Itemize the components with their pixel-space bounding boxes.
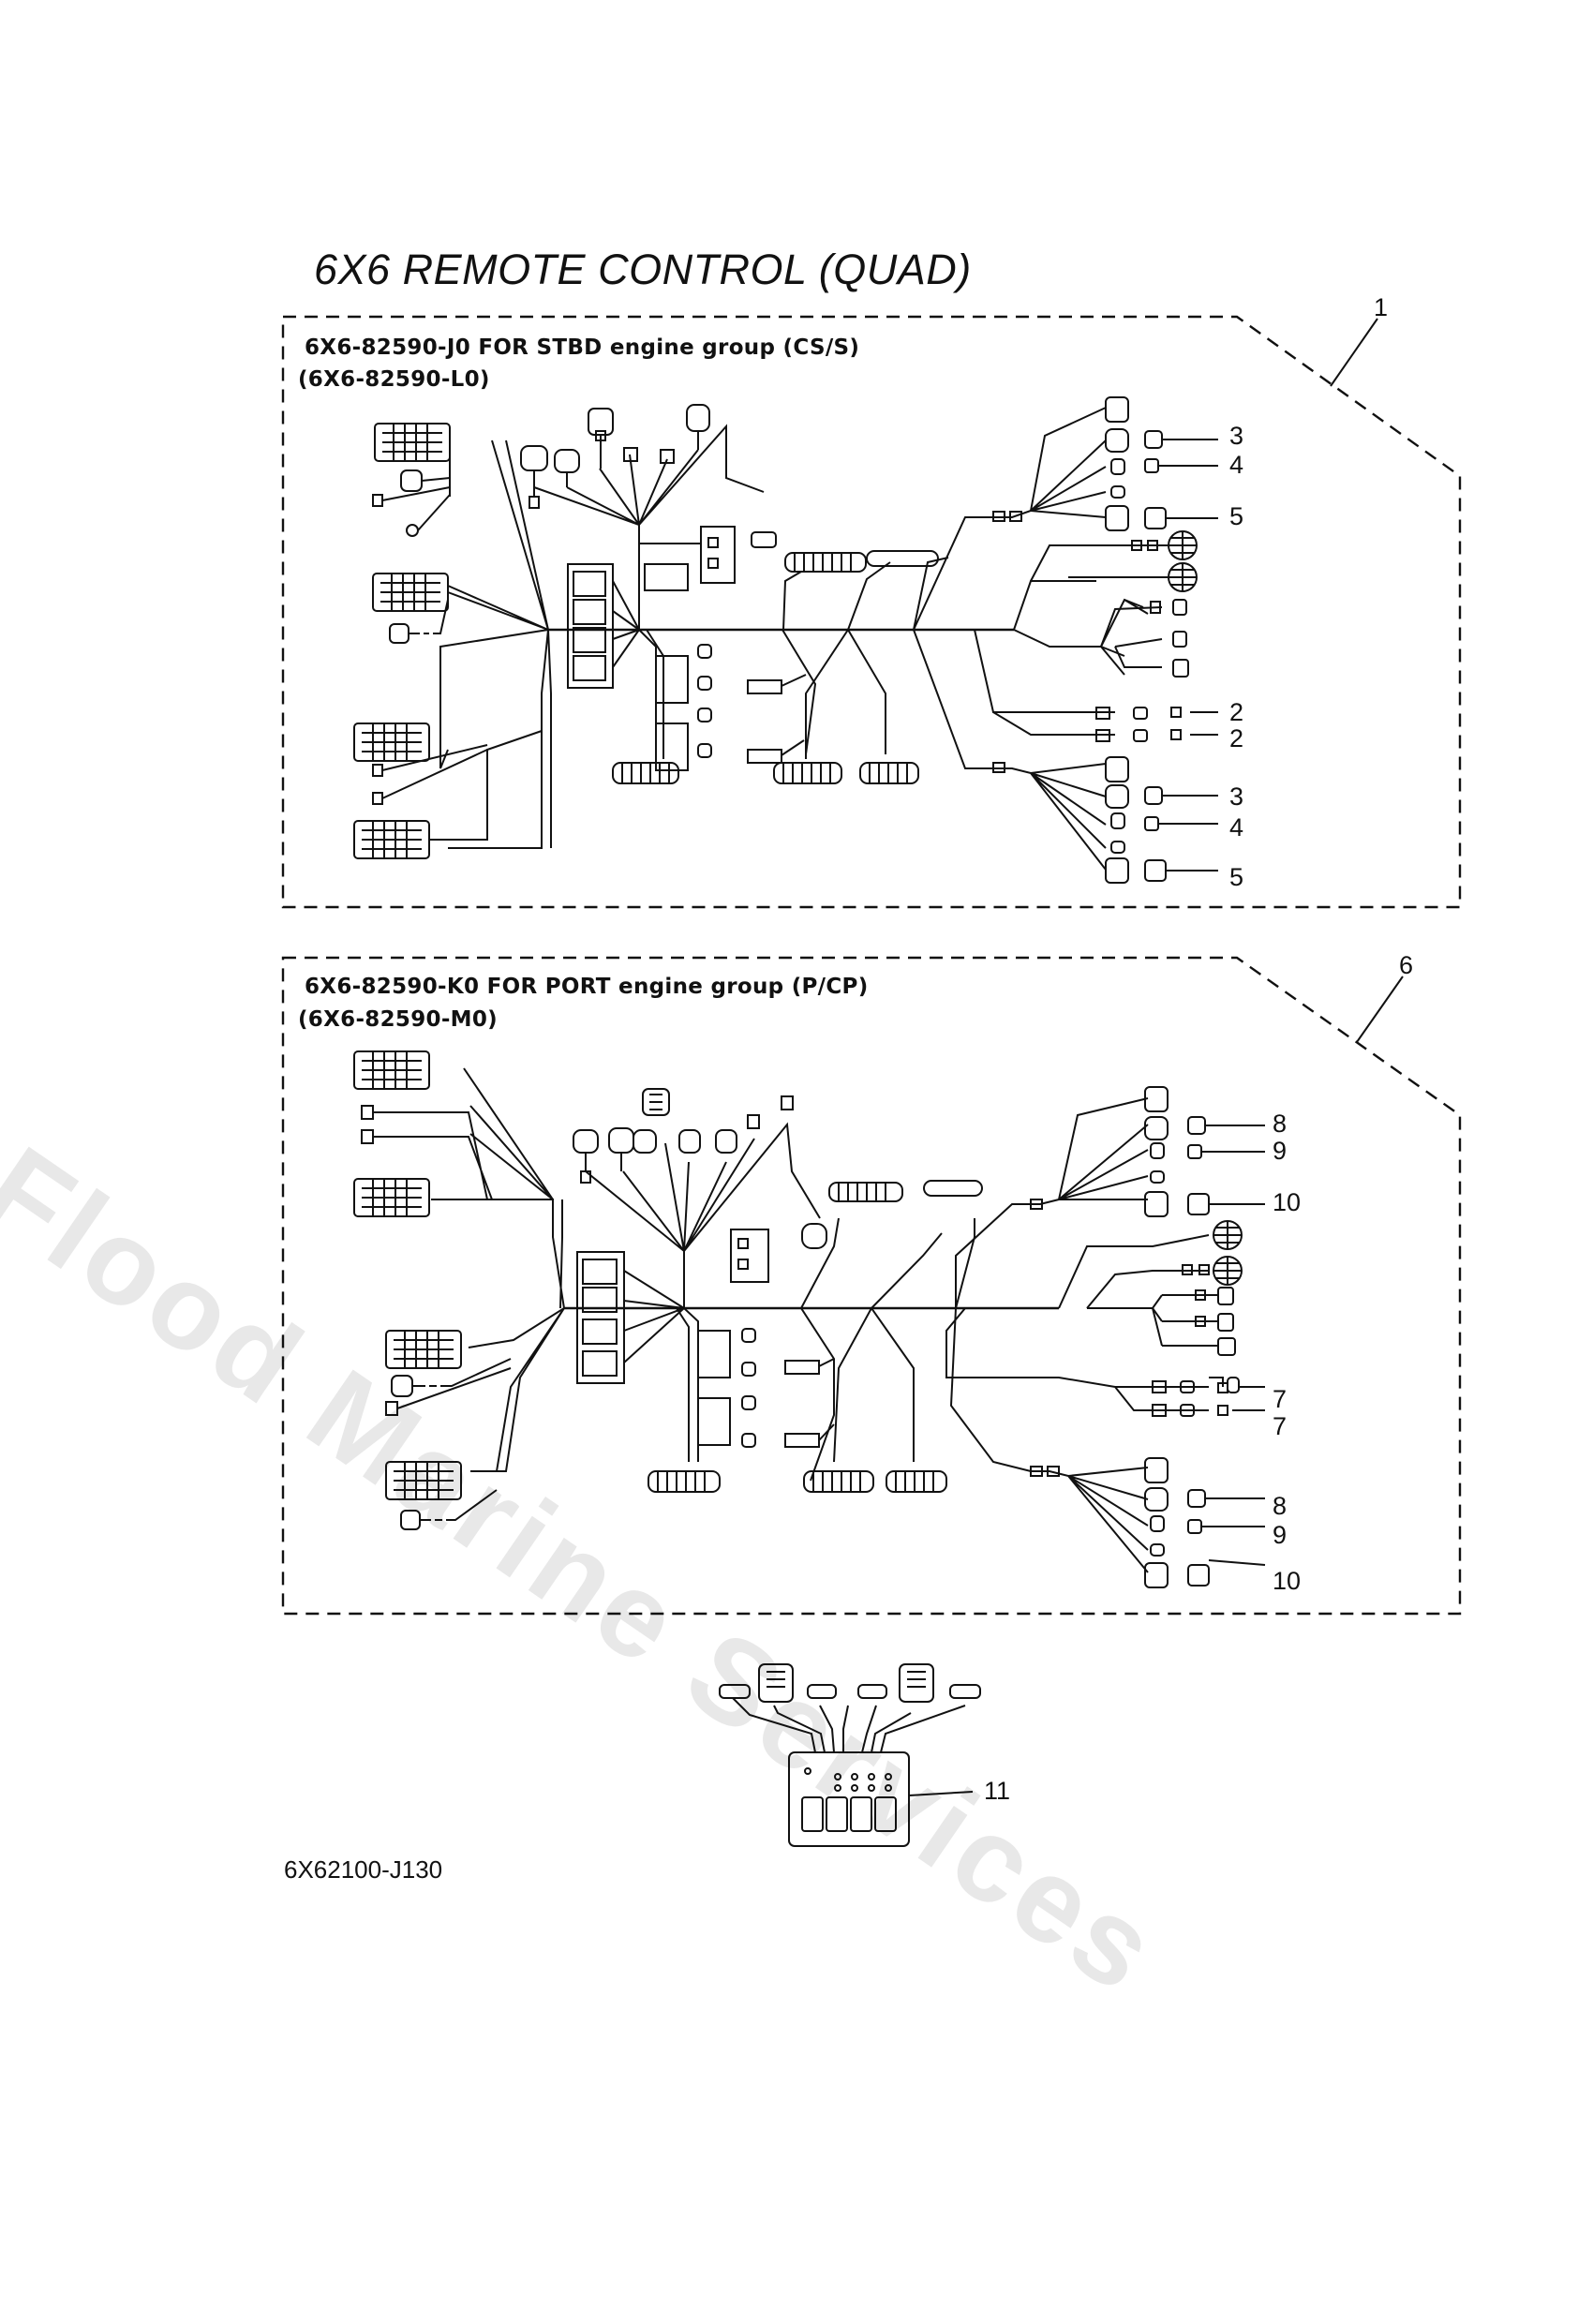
callout-4-upper: 4 — [1229, 451, 1244, 479]
stbd-group-alt-label: (6X6-82590-L0) — [298, 367, 490, 392]
port-group-alt-label: (6X6-82590-M0) — [298, 1007, 498, 1032]
callout-9-lower: 9 — [1273, 1521, 1288, 1549]
stbd-connector-l2 — [400, 469, 423, 492]
diagram-code: 6X62100-J130 — [284, 1855, 443, 1884]
port-connector-mid-2 — [923, 1180, 983, 1197]
callout-8-upper: 8 — [1273, 1110, 1288, 1138]
callout-6-leader — [1356, 976, 1404, 1043]
callout-7-a: 7 — [1273, 1385, 1288, 1413]
callout-2-a: 2 — [1229, 698, 1244, 726]
callout-1-leader — [1330, 318, 1378, 387]
port-connector-bottom-2 — [803, 1470, 874, 1493]
stbd-fuse-block — [644, 563, 689, 591]
port-connector-l2 — [353, 1178, 430, 1217]
switch-panel-assembly — [719, 1663, 981, 1847]
switch-button-4 — [874, 1796, 897, 1832]
callout-4-lower: 4 — [1229, 813, 1244, 842]
port-connector-top-1 — [642, 1088, 670, 1116]
callout-5-upper: 5 — [1229, 502, 1244, 530]
port-connector-l4 — [385, 1461, 462, 1500]
port-group-label: 6X6-82590-K0 FOR PORT engine group (P/CP… — [305, 975, 869, 999]
port-connector-r1 — [1144, 1086, 1169, 1112]
stbd-connector-top-2 — [686, 404, 710, 432]
stbd-connector-mid-1 — [784, 552, 867, 573]
stbd-harness — [353, 396, 1218, 884]
port-relay-box — [576, 1251, 625, 1384]
port-connector-l1 — [353, 1050, 430, 1090]
switch-button-2 — [826, 1796, 848, 1832]
port-harness — [353, 1050, 1266, 1588]
port-fuse-block — [730, 1229, 769, 1283]
port-connector-bottom-3 — [886, 1470, 947, 1493]
port-connector-round — [801, 1223, 827, 1249]
switch-panel-connector-2 — [899, 1663, 934, 1703]
stbd-connector-l3 — [372, 573, 449, 612]
stbd-connector-r2 — [1105, 756, 1129, 782]
callout-1: 1 — [1374, 293, 1389, 321]
stbd-connector-bottom-2 — [773, 762, 842, 784]
callout-6: 6 — [1399, 951, 1414, 979]
stbd-connector-mid-2 — [866, 550, 939, 567]
port-group-frame — [281, 956, 1462, 1616]
port-connector-l3 — [385, 1330, 462, 1369]
stbd-connector-l4 — [353, 723, 430, 762]
port-connector-r2 — [1144, 1457, 1169, 1483]
callout-2-b: 2 — [1229, 724, 1244, 752]
callout-3-lower: 3 — [1229, 782, 1244, 811]
callout-8-lower: 8 — [1273, 1492, 1288, 1520]
stbd-relay-box — [567, 563, 614, 689]
switch-button-3 — [850, 1796, 872, 1832]
port-connector-bottom-1 — [648, 1470, 721, 1493]
switch-panel — [788, 1751, 910, 1847]
diagram-title: 6X6 REMOTE CONTROL (QUAD) — [314, 246, 972, 293]
stbd-connector-r1 — [1105, 396, 1129, 423]
switch-button-1 — [801, 1796, 824, 1832]
callout-7-b: 7 — [1273, 1412, 1288, 1440]
callout-11: 11 — [984, 1777, 1011, 1805]
callout-10-lower: 10 — [1273, 1567, 1302, 1595]
callout-9-upper: 9 — [1273, 1137, 1288, 1165]
stbd-group-frame — [281, 315, 1462, 909]
stbd-connector-bottom-1 — [612, 762, 679, 784]
callout-5-lower: 5 — [1229, 863, 1244, 891]
stbd-group-label: 6X6-82590-J0 FOR STBD engine group (CS/S… — [305, 335, 860, 360]
callout-10-upper: 10 — [1273, 1188, 1302, 1216]
switch-panel-connector-1 — [758, 1663, 794, 1703]
callout-3-upper: 3 — [1229, 422, 1244, 450]
